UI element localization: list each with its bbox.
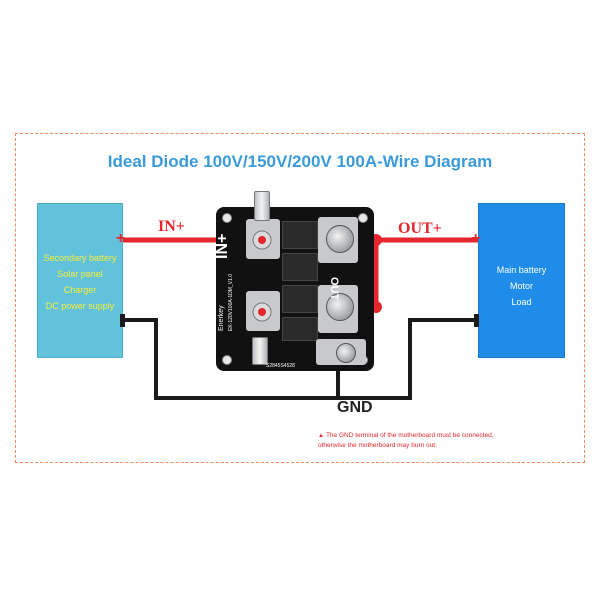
source-line-4: DC power supply	[45, 301, 115, 311]
warning-line-2: otherwise the motherboard may burn out.	[318, 442, 437, 449]
bottom-capacitor	[252, 337, 268, 365]
out-screw-bottom-icon	[326, 293, 354, 321]
silk-code: S2845S4528	[266, 363, 295, 369]
gnd-screw-icon	[336, 343, 356, 363]
mosfet-4	[282, 317, 318, 341]
load-line-1: Main battery	[496, 265, 547, 275]
diagram-frame	[15, 133, 585, 463]
source-plus-terminal: +	[116, 230, 126, 247]
load-box-text: Main battery Motor Load	[479, 262, 564, 310]
load-plus-terminal: +	[471, 230, 481, 247]
mount-hole-tl	[222, 213, 232, 223]
mosfet-2	[282, 253, 318, 281]
source-line-2: Solar panel	[57, 269, 103, 279]
source-line-1: Secondary battery	[43, 253, 117, 263]
source-minus-terminal	[120, 314, 125, 327]
load-box: Main battery Motor Load	[478, 203, 565, 358]
mosfet-3	[282, 285, 318, 313]
in-plus-label: IN+	[158, 218, 185, 235]
gnd-label: GND	[337, 399, 373, 416]
load-minus-terminal	[474, 314, 479, 327]
ideal-diode-board: IN+ OUT Enerkey EK-120V100A-1DM_V1.0 S28…	[214, 191, 374, 371]
gnd-wire-source	[123, 318, 478, 400]
source-box: Secondary battery Solar panel Charger DC…	[37, 203, 123, 358]
mosfet-1	[282, 221, 318, 249]
out-plus-label: OUT+	[398, 220, 442, 237]
load-line-3: Load	[511, 297, 532, 307]
warning-line-1: ▲The GND terminal of the motherboard mus…	[318, 432, 494, 439]
top-capacitor	[254, 191, 270, 221]
source-box-text: Secondary battery Solar panel Charger DC…	[38, 250, 122, 314]
source-line-3: Charger	[63, 285, 97, 295]
load-line-2: Motor	[509, 281, 533, 291]
diagram-title: Ideal Diode 100V/150V/200V 100A-Wire Dia…	[107, 152, 493, 171]
gnd-warning: ▲The GND terminal of the motherboard mus…	[318, 431, 494, 451]
warning-triangle-icon: ▲	[318, 433, 324, 439]
mount-hole-tr	[358, 213, 368, 223]
mount-hole-bl	[222, 355, 232, 365]
out-screw-top-icon	[326, 225, 354, 253]
